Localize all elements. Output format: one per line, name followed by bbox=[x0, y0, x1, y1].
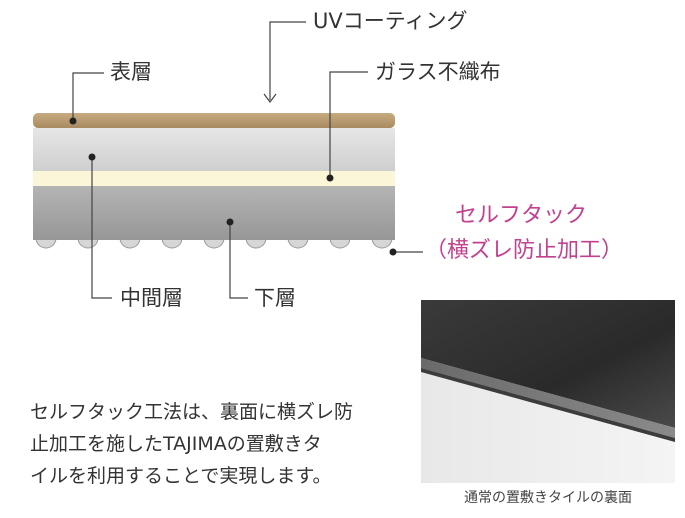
middle-layer bbox=[33, 128, 395, 171]
description-line: イルを利用することで実現します。 bbox=[30, 465, 332, 487]
tile-back-image bbox=[421, 300, 675, 483]
photo-caption: 通常の置敷きタイルの裏面 bbox=[464, 490, 632, 506]
surface-layer bbox=[33, 113, 395, 128]
label-uv-coating: UVコーティング bbox=[313, 9, 468, 33]
description-text: セルフタック工法は、裏面に横ズレ防 止加工を施したTAJIMAの置敷きタ イルを… bbox=[30, 396, 400, 492]
glass-fiber-layer bbox=[33, 171, 395, 186]
leader-dots bbox=[69, 117, 397, 256]
label-middle-layer: 中間層 bbox=[120, 286, 183, 310]
label-glass-fiber: ガラス不織布 bbox=[375, 60, 501, 84]
tile-back-photo bbox=[421, 300, 675, 483]
layer-diagram bbox=[33, 21, 423, 299]
description-line: セルフタック工法は、裏面に横ズレ防 bbox=[30, 401, 354, 423]
label-self-tack-note: （横ズレ防止加工） bbox=[425, 238, 624, 263]
down-arrow-icon bbox=[263, 93, 277, 103]
label-lower-layer: 下層 bbox=[254, 286, 296, 310]
description-line: 止加工を施したTAJIMAの置敷きタ bbox=[30, 433, 322, 455]
label-self-tack: セルフタック bbox=[455, 203, 588, 228]
label-surface-layer: 表層 bbox=[110, 60, 152, 84]
leader-lines bbox=[72, 21, 423, 299]
lower-layer bbox=[33, 186, 395, 240]
